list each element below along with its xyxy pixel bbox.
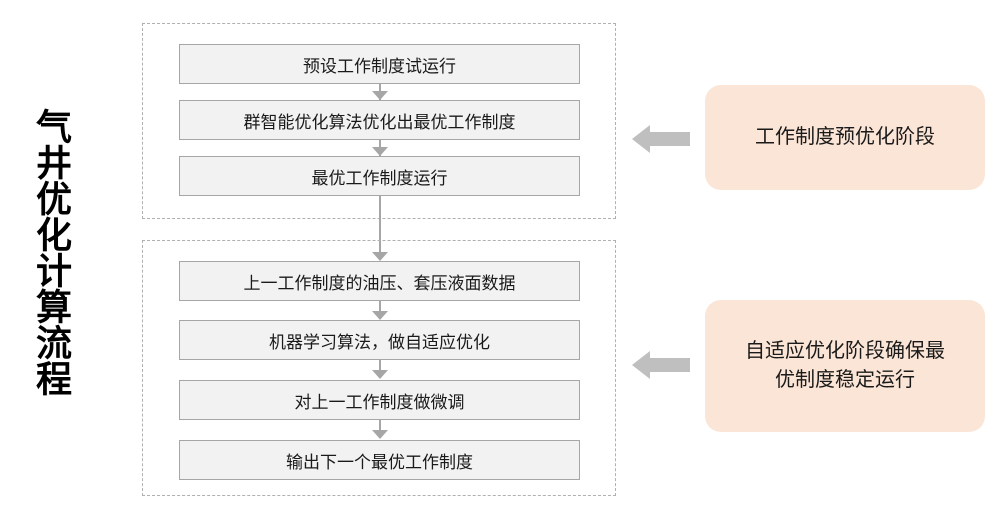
connector-line-adaptive-3-4 [379,420,381,432]
callout-pre-text: 工作制度预优化阶段 [755,126,935,148]
connector-arrowhead-adaptive-1-2 [372,311,388,320]
step-box-adaptive-4[interactable]: 输出下一个最优工作制度 [179,440,580,480]
callout-adaptive-text-line2: 优制度稳定运行 [775,369,915,391]
connector-line-group1-group2 [379,196,381,254]
left-block-arrow-icon-pre [632,122,690,156]
step-box-adaptive-1[interactable]: 上一工作制度的油压、套压液面数据 [179,261,580,301]
connector-line-adaptive-2-3 [379,360,381,372]
page-title: 气井优化计算流程 [31,108,72,396]
group-adaptive-optimization [142,240,616,496]
connector-arrowhead-pre-1-2 [372,91,388,100]
step-box-pre-2[interactable]: 群智能优化算法优化出最优工作制度 [179,100,580,140]
step-box-adaptive-3[interactable]: 对上一工作制度做微调 [179,380,580,420]
callout-adaptive-optimization: 自适应优化阶段确保最 优制度稳定运行 [705,300,985,432]
connector-arrowhead-group1-group2 [372,252,388,261]
left-block-arrow-icon-adaptive [632,348,690,382]
connector-line-adaptive-1-2 [379,301,381,313]
callout-pre-optimization: 工作制度预优化阶段 [705,85,985,190]
step-box-adaptive-2[interactable]: 机器学习算法，做自适应优化 [179,320,580,360]
step-box-pre-1[interactable]: 预设工作制度试运行 [179,44,580,84]
connector-arrowhead-adaptive-3-4 [372,430,388,439]
step-box-pre-3[interactable]: 最优工作制度运行 [179,156,580,196]
callout-adaptive-text-line1: 自适应优化阶段确保最 [745,340,945,362]
connector-arrowhead-adaptive-2-3 [372,370,388,379]
connector-arrowhead-pre-2-3 [372,147,388,156]
